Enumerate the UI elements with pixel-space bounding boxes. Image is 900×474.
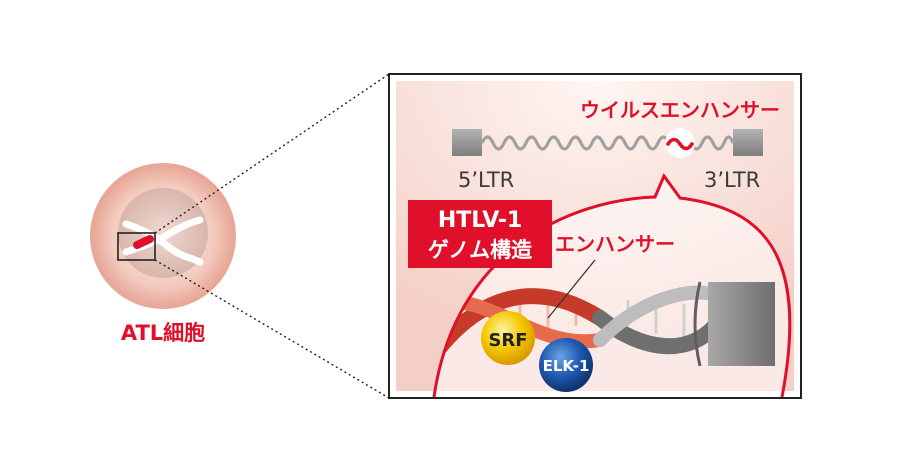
elk1-label: ELK-1	[543, 357, 590, 375]
ltr-5-block	[452, 129, 482, 156]
elk1-protein: ELK-1	[539, 338, 593, 392]
ltr-3-label: 3’LTR	[704, 168, 760, 192]
bubble-outline	[432, 172, 792, 398]
badge-line-2: ゲノム構造	[428, 238, 533, 262]
zoom-source-box	[117, 232, 156, 261]
chromosome-icon	[122, 216, 204, 266]
cell-label: ATL細胞	[121, 321, 205, 345]
title-badge: HTLV-1 ゲノム構造	[408, 200, 552, 268]
viral-enhancer-label: ウイルスエンハンサー	[580, 98, 780, 122]
srf-protein: SRF	[481, 311, 535, 365]
srf-label: SRF	[488, 330, 527, 351]
enhancer-callout: エンハンサー	[547, 232, 675, 319]
ltr-5-label: 5’LTR	[458, 168, 514, 192]
htlv1-genome: 5’LTR 3’LTR ウイルスエンハンサー	[452, 98, 780, 192]
badge-line-1: HTLV-1	[438, 208, 522, 233]
zoom-lines	[154, 73, 390, 399]
atl-cell: ATL細胞	[90, 163, 236, 345]
enhancer-label: エンハンサー	[555, 232, 675, 256]
viral-enhancer-mark	[666, 137, 694, 151]
chromatin-block	[708, 282, 775, 366]
ltr-3-block	[733, 129, 763, 156]
enhancer-pointer	[547, 259, 596, 319]
